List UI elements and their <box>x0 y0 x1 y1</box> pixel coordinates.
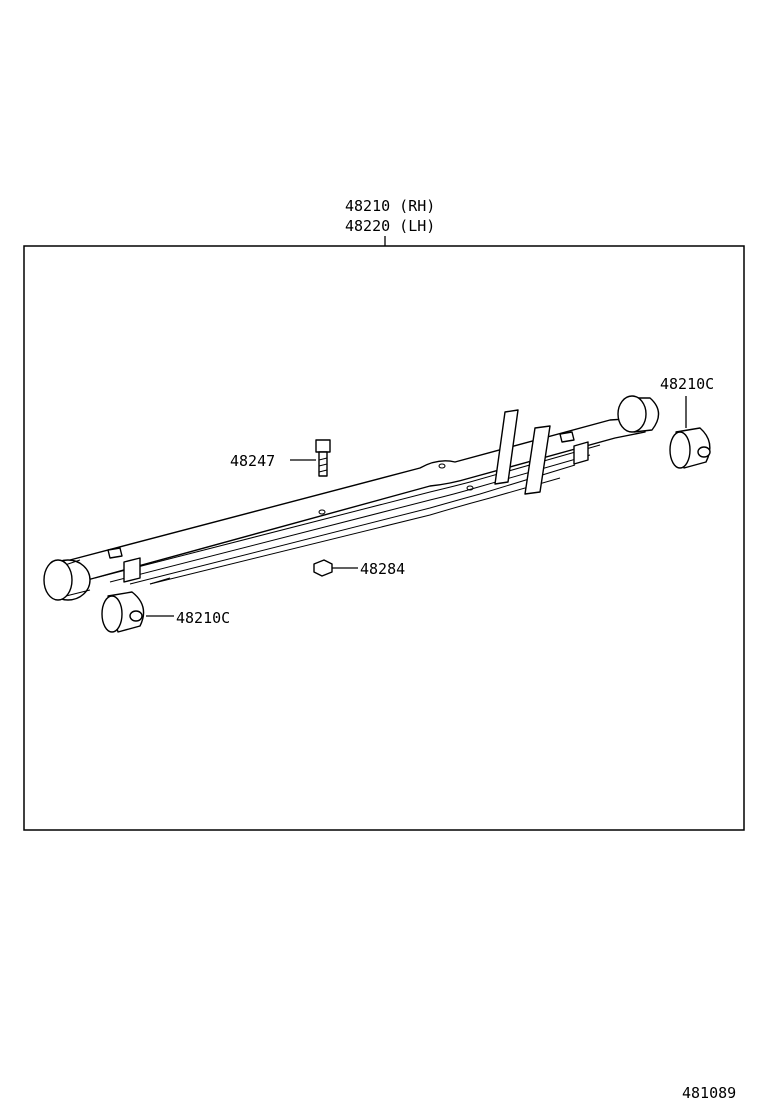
callout-nut: 48284 <box>360 560 405 578</box>
assembly-label-rh: 48210 (RH) <box>345 197 435 215</box>
bushing-right <box>669 427 711 469</box>
center-bolt <box>315 439 331 477</box>
leaf-clip-left <box>123 557 141 583</box>
callout-bushing-left: 48210C <box>176 609 230 627</box>
assembly-label-lh: 48220 (LH) <box>345 217 435 235</box>
leaf-clip-right <box>573 441 589 465</box>
leaf-spring-assembly <box>43 395 660 601</box>
center-nut <box>313 559 333 577</box>
u-bolt-front <box>524 425 551 495</box>
spring-eye-right <box>617 395 660 433</box>
callout-bushing-right: 48210C <box>660 375 714 393</box>
callout-bolt: 48247 <box>230 452 275 470</box>
figure-id: 481089 <box>682 1084 736 1102</box>
assembly-frame <box>23 245 745 831</box>
bushing-left <box>101 591 145 633</box>
spring-eye-left <box>43 559 91 601</box>
u-bolt-rear <box>494 409 519 485</box>
